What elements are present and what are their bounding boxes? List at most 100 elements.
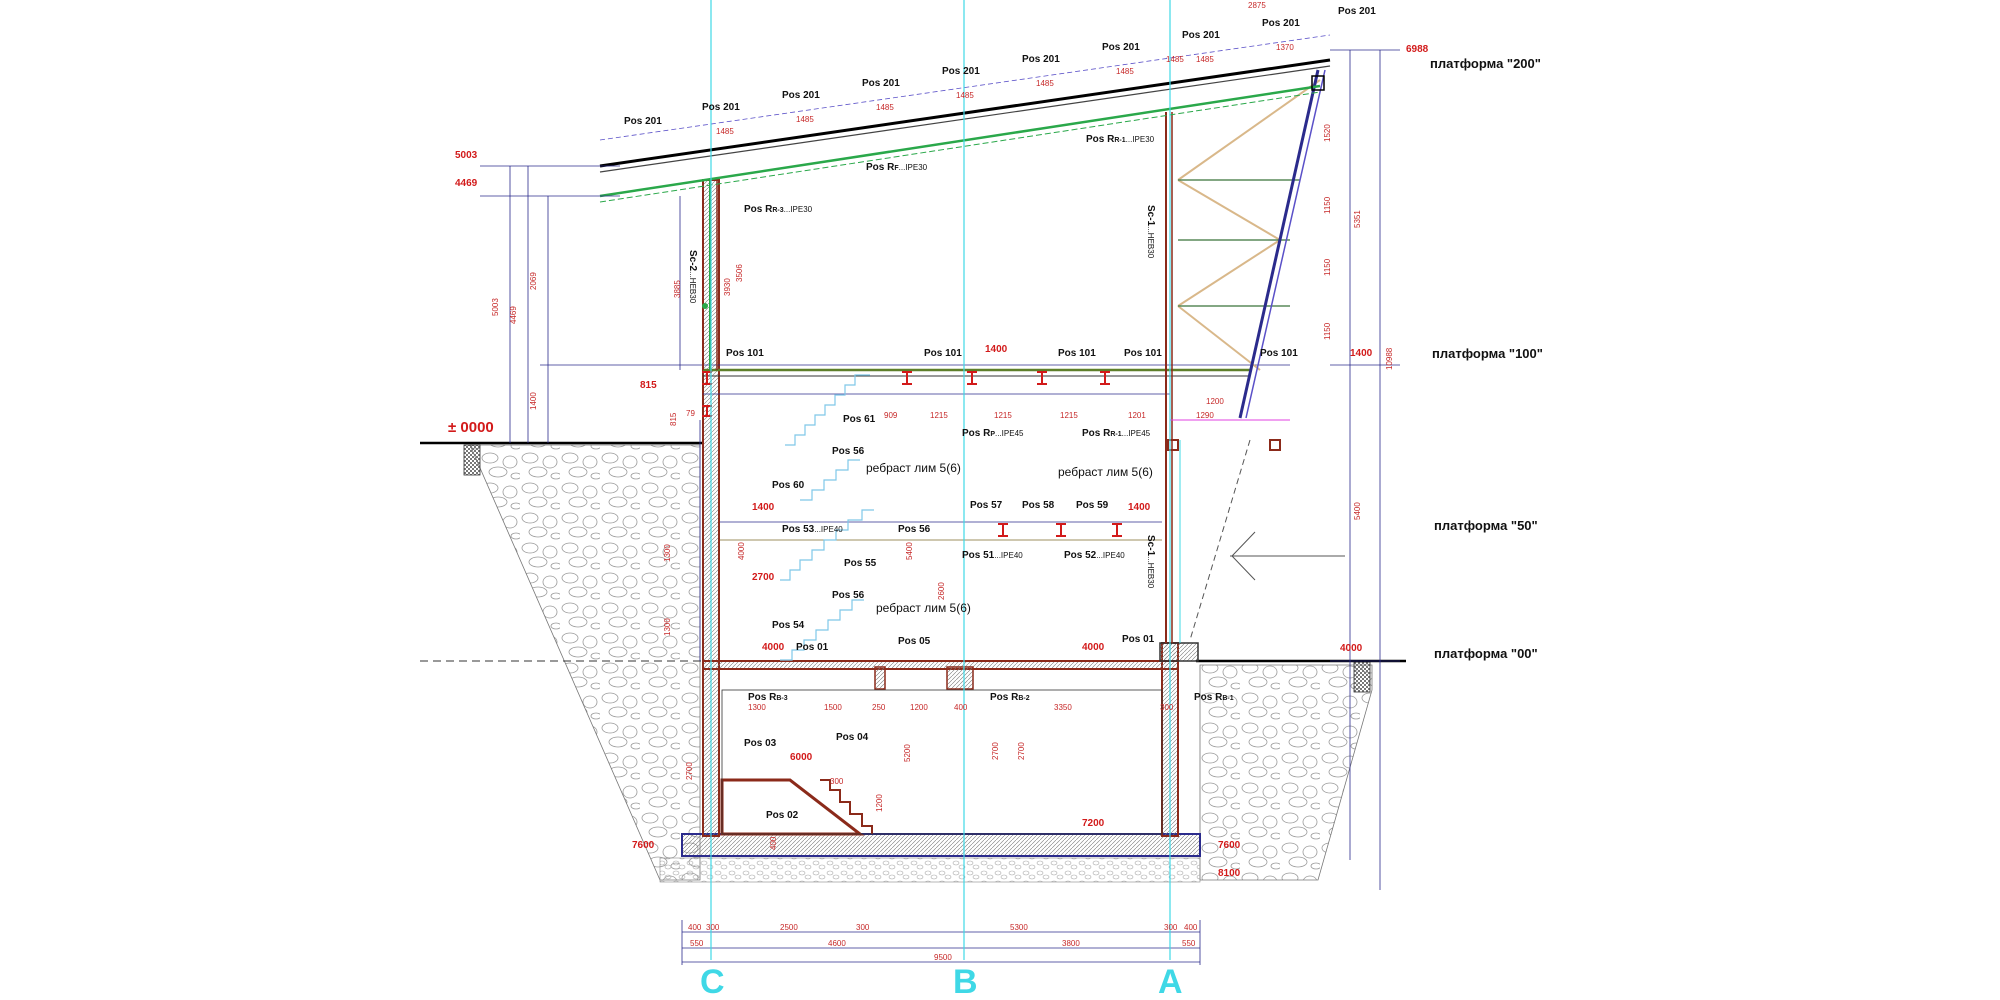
floor100-dim: 1200 — [1206, 397, 1224, 406]
roof-label: Pos 201 — [1338, 6, 1376, 17]
vertical-dim: 5400 — [905, 542, 914, 560]
roof-dim: 1485 — [716, 127, 734, 136]
elev-8100: 8100 — [1218, 868, 1241, 879]
bottom-dim-total: 9500 — [934, 953, 952, 962]
basement-dim: 3350 — [1054, 703, 1072, 712]
platform-00-label: платформа "00" — [1434, 646, 1538, 661]
label-pos-53-profile: ...IPE40 — [814, 525, 843, 534]
floor100-dim: 1215 — [1060, 411, 1078, 420]
roof-dim: 1485 — [1196, 55, 1214, 64]
vertical-dim: 79 — [686, 409, 695, 418]
label-sc2-profile: ...HEB30 — [688, 271, 697, 304]
label-sc1-lower: Sc-1...HEB30 — [1145, 535, 1156, 589]
label-pos-rb1: Pos RB-1 — [1194, 692, 1234, 703]
elev-1400-mid: 1400 — [985, 344, 1008, 355]
label-pos-56b: Pos 56 — [898, 524, 931, 535]
vertical-dim: 10988 — [1385, 347, 1394, 370]
vertical-dim: 4000 — [737, 542, 746, 560]
basement-dim: 400 — [954, 703, 968, 712]
label-pos-01b: Pos 01 — [1122, 634, 1155, 645]
roof-label: Pos 201 — [1022, 54, 1060, 65]
vertical-dim: 5003 — [491, 298, 500, 316]
label-pos-rf-sub: F — [894, 165, 899, 172]
bottom-dim: 550 — [690, 939, 704, 948]
roof-labels: Pos 201 Pos 201 Pos 201 Pos 201 Pos 201 … — [624, 6, 1376, 127]
roof-label: Pos 201 — [942, 66, 980, 77]
label-pos-58: Pos 58 — [1022, 500, 1055, 511]
platform-100-label: платформа "100" — [1432, 346, 1543, 361]
elev-7600-right: 7600 — [1218, 840, 1241, 851]
vertical-dim: 1300 — [663, 618, 672, 636]
wind-arrow-icon — [1230, 531, 1345, 581]
note-rebrast-3: ребраст лим 5(6) — [876, 601, 971, 615]
label-pos-rb2-name: Pos R — [990, 692, 1019, 703]
roof-dim: 1485 — [876, 103, 894, 112]
label-pos-51-profile: ...IPE40 — [994, 551, 1023, 560]
elev-1400-right: 1400 — [1350, 348, 1373, 359]
label-pos-56a: Pos 56 — [832, 446, 865, 457]
label-pos-rr3-name: Pos R — [744, 204, 773, 215]
floor100-label: Pos 101 — [1058, 348, 1096, 359]
label-sc1-lower-name: Sc-1 — [1145, 535, 1156, 557]
label-pos-51-name: Pos 51 — [962, 550, 995, 561]
floor100-dim: 1215 — [930, 411, 948, 420]
bottom-dim: 550 — [1182, 939, 1196, 948]
roof-label: Pos 201 — [862, 78, 900, 89]
bottom-dim: 300 — [706, 923, 720, 932]
vertical-dim: 4469 — [509, 306, 518, 324]
label-pos-rb1-sub: B-1 — [1222, 695, 1233, 702]
roof-label: Pos 201 — [1262, 18, 1300, 29]
label-pos-rr1b: Pos RR-1...IPE45 — [1082, 428, 1151, 439]
elev-4000-left: 4000 — [762, 642, 785, 653]
label-pos-rr1-profile: ...IPE30 — [1126, 135, 1155, 144]
roof-label: Pos 201 — [702, 102, 740, 113]
basement-dim: 2700 — [1017, 742, 1026, 760]
soil-left — [463, 444, 701, 881]
roof-dims: 1485 1485 1485 1485 1485 1485 1485 1485 … — [716, 1, 1294, 136]
platform-50-label: платформа "50" — [1434, 518, 1538, 533]
label-pos-rf-name: Pos R — [866, 162, 895, 173]
elev-5003: 5003 — [455, 150, 478, 161]
floor100-dim: 1215 — [994, 411, 1012, 420]
bottom-dims-row2: 550 4600 3800 550 — [690, 939, 1196, 948]
label-pos-02: Pos 02 — [766, 810, 799, 821]
elev-7200: 7200 — [1082, 818, 1105, 829]
platform-200-label: платформа "200" — [1430, 56, 1541, 71]
label-pos-rf: Pos RF...IPE30 — [866, 162, 928, 173]
vertical-dim: 5351 — [1353, 210, 1362, 228]
elev-6000: 6000 — [790, 752, 813, 763]
elev-4000-right: 4000 — [1340, 643, 1363, 654]
label-pos-56c: Pos 56 — [832, 590, 865, 601]
elev-7600-left: 7600 — [632, 840, 655, 851]
label-pos-rb3-name: Pos R — [748, 692, 777, 703]
flange-squares — [1167, 439, 1281, 451]
label-pos-61: Pos 61 — [843, 414, 876, 425]
floor100-label: Pos 101 — [1260, 348, 1298, 359]
label-pos-51: Pos 51...IPE40 — [962, 550, 1023, 561]
label-pos-rr1b-sub: R-1 — [1110, 431, 1121, 438]
label-pos-rb3-sub: B-3 — [776, 695, 787, 702]
floor100-dim: 909 — [884, 411, 898, 420]
vertical-dim: 1300 — [663, 544, 672, 562]
label-sc1-profile: ...HEB30 — [1146, 226, 1155, 259]
label-pos-rp-profile: ...IPE45 — [995, 429, 1024, 438]
vertical-dim: 2700 — [685, 762, 694, 780]
basement-dim: 2700 — [991, 742, 1000, 760]
label-pos-52-profile: ...IPE40 — [1096, 551, 1125, 560]
basement-dim: 1300 — [748, 703, 766, 712]
right-dim-lines — [1330, 49, 1400, 890]
label-pos-rr3: Pos RR-3...IPE30 — [744, 204, 813, 215]
roof-label: Pos 201 — [624, 116, 662, 127]
label-pos-54: Pos 54 — [772, 620, 805, 631]
label-sc1: Sc-1...HEB30 — [1145, 205, 1156, 259]
label-pos-53-name: Pos 53 — [782, 524, 815, 535]
bottom-dim: 400 — [1184, 923, 1198, 932]
label-pos-rp-sub: P — [990, 431, 995, 438]
note-rebrast-2: ребраст лим 5(6) — [1058, 465, 1153, 479]
elev-1400-left: 1400 — [752, 502, 775, 513]
bottom-dim: 4600 — [828, 939, 846, 948]
label-pos-rr1-name: Pos R — [1086, 134, 1115, 145]
vertical-dim: 5400 — [1353, 502, 1362, 520]
bottom-dims-row1: 400 300 2500 300 5300 300 400 — [688, 923, 1198, 932]
roof-dim: 2875 — [1248, 1, 1266, 10]
